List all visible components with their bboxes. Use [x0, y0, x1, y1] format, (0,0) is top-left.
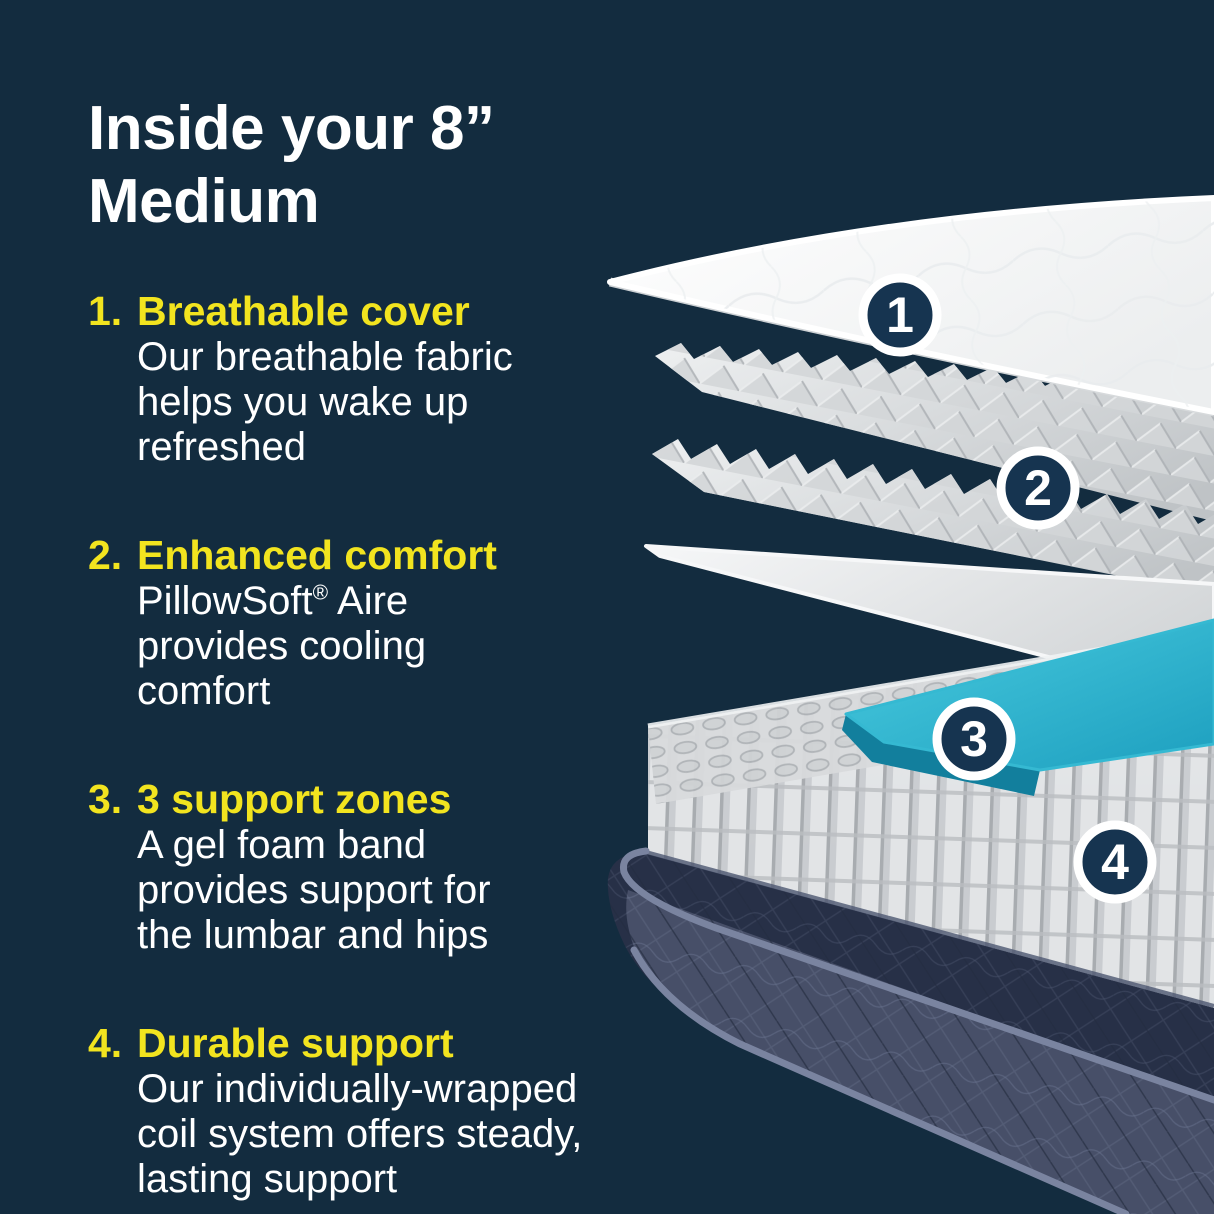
section-1-body: Breathable cover Our breathable fabric h…	[137, 288, 513, 470]
callout-2-number: 2	[1024, 460, 1052, 516]
section-4-number: 4.	[88, 1020, 123, 1066]
body-line: the lumbar and hips	[137, 913, 489, 957]
brand-name: PillowSoft	[137, 579, 313, 623]
section-enhanced-comfort: 2. Enhanced comfort PillowSoft® Aire pro…	[88, 532, 688, 714]
body-line: helps you wake up	[137, 380, 469, 424]
body-line: provides support for	[137, 868, 491, 912]
body-line: Our individually-wrapped	[137, 1067, 578, 1111]
body-line: provides cooling	[137, 624, 427, 668]
callout-1-number: 1	[886, 287, 914, 343]
callout-1: 1	[858, 273, 942, 357]
callout-3-number: 3	[960, 711, 988, 767]
body-line: refreshed	[137, 425, 306, 469]
section-3-heading: 3 support zones	[137, 776, 452, 822]
callout-4: 4	[1073, 820, 1157, 904]
section-4-body: Durable support Our individually-wrapped…	[137, 1020, 582, 1202]
body-line: PillowSoft® Aire	[137, 579, 497, 624]
body-line: coil system offers steady,	[137, 1112, 583, 1156]
callout-2: 2	[996, 446, 1080, 530]
body-line: lasting support	[137, 1157, 398, 1201]
info-panel: Inside your 8” Medium 1. Breathable cove…	[88, 70, 688, 1202]
body-line: Our breathable fabric	[137, 335, 513, 379]
section-1-heading: Breathable cover	[137, 288, 470, 334]
section-3-body: 3 support zones A gel foam band provides…	[137, 776, 491, 958]
mattress-base	[607, 847, 1214, 1214]
body-line: comfort	[137, 669, 271, 713]
page-title: Inside your 8” Medium	[88, 94, 495, 236]
registered-mark: ®	[312, 581, 329, 605]
section-3-number: 3.	[88, 776, 123, 822]
section-2-body: Enhanced comfort PillowSoft® Aire provid…	[137, 532, 497, 714]
section-2-heading: Enhanced comfort	[137, 532, 497, 578]
section-1-number: 1.	[88, 288, 123, 334]
section-durable-support: 4. Durable support Our individually-wrap…	[88, 1020, 688, 1202]
callout-4-number: 4	[1101, 834, 1129, 890]
section-support-zones: 3. 3 support zones A gel foam band provi…	[88, 776, 688, 958]
section-2-number: 2.	[88, 532, 123, 578]
foam-layer-lower	[652, 439, 1214, 596]
brand-name-suffix: Aire	[328, 579, 409, 623]
section-breathable-cover: 1. Breathable cover Our breathable fabri…	[88, 288, 688, 470]
body-line: A gel foam band	[137, 823, 427, 867]
section-4-heading: Durable support	[137, 1020, 454, 1066]
callout-3: 3	[932, 697, 1016, 781]
